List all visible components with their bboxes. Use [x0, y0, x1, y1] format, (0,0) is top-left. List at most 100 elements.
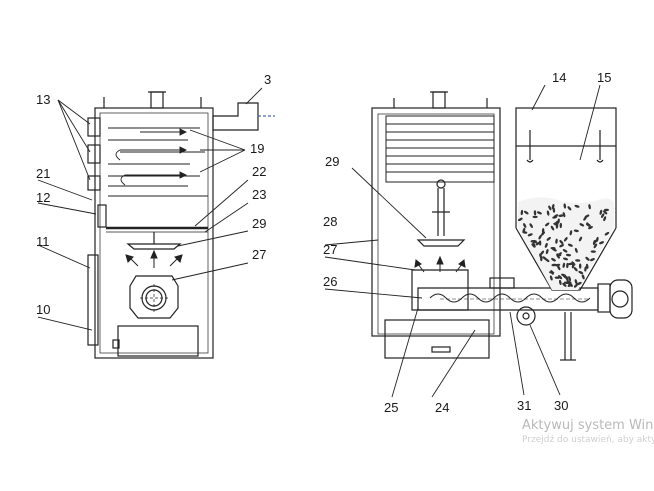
- pellet: [566, 262, 569, 269]
- pellet: [588, 204, 591, 210]
- pellet: [579, 223, 585, 227]
- part-labels: 3 13 19 21 22 12 23 29 11 27 10 29 28 27…: [36, 70, 611, 415]
- pellet: [553, 222, 559, 226]
- pellet: [599, 209, 603, 215]
- burner-27-left: [129, 275, 179, 319]
- pellet: [522, 231, 528, 234]
- heat-exchanger-plates: [108, 127, 208, 197]
- pellet: [576, 281, 582, 286]
- pellet: [538, 234, 542, 240]
- pellet: [588, 226, 593, 230]
- pellet: [538, 240, 542, 246]
- feeder-motor: [560, 279, 633, 361]
- pellet: [584, 266, 587, 272]
- pellet: [578, 270, 584, 275]
- pellet: [590, 250, 596, 253]
- pellet: [541, 231, 545, 236]
- pellet: [569, 230, 573, 236]
- windows-activation-watermark: Aktywuj system Windo Przejdź do ustawień…: [522, 418, 654, 445]
- pellet: [524, 210, 529, 215]
- pellet: [603, 216, 607, 222]
- pellet: [557, 265, 561, 271]
- pellet: [571, 261, 576, 266]
- pellet: [565, 253, 572, 257]
- fuel-hopper: [515, 107, 617, 291]
- pellet: [562, 249, 568, 253]
- burner-27-right: [411, 269, 469, 311]
- pellet: [568, 262, 574, 266]
- pellet: [523, 223, 527, 228]
- pellet: [563, 203, 567, 209]
- label-10: 10: [36, 302, 50, 317]
- flue-gas-flow-arrows: [115, 128, 188, 186]
- pellet: [603, 208, 609, 212]
- pellet: [573, 283, 579, 288]
- pellet: [544, 242, 548, 248]
- pellet: [558, 275, 563, 280]
- ash-drawer-left: [117, 325, 199, 357]
- label-26: 26: [323, 274, 337, 289]
- pellet: [555, 238, 558, 244]
- pellet: [552, 207, 556, 213]
- pellet: [532, 242, 536, 248]
- pellet: [561, 273, 567, 277]
- pellet: [589, 258, 595, 262]
- label-29-right: 29: [325, 154, 339, 169]
- pellet-fuel: [517, 197, 614, 290]
- label-24: 24: [435, 400, 449, 415]
- label-13: 13: [36, 92, 50, 107]
- pellet: [559, 244, 564, 248]
- pellet: [546, 237, 551, 241]
- watermark-subtitle: Przejdź do ustawień, aby aktyw: [522, 435, 654, 445]
- pellet: [578, 236, 583, 242]
- pellet: [544, 258, 550, 263]
- deflector-hanger: [436, 179, 446, 189]
- pellet: [550, 225, 555, 231]
- side-door: [87, 254, 99, 346]
- deflector-29-right: [416, 239, 466, 247]
- label-27-left: 27: [252, 247, 266, 262]
- pellet: [601, 213, 605, 218]
- right-boiler-casing: [371, 107, 501, 337]
- pellet: [559, 240, 564, 245]
- exchanger-port-lower: [87, 175, 101, 191]
- label-22: 22: [252, 164, 266, 179]
- label-23: 23: [252, 187, 266, 202]
- pellet: [536, 211, 542, 215]
- pellet: [540, 250, 545, 255]
- pellet: [562, 282, 567, 287]
- flame-arrows-left: [125, 249, 183, 268]
- pellet: [565, 275, 569, 282]
- exchanger-slats-right: [385, 115, 495, 183]
- pellet: [562, 212, 566, 218]
- label-14: 14: [552, 70, 566, 85]
- label-15: 15: [597, 70, 611, 85]
- pellet: [559, 222, 563, 229]
- pellet: [568, 276, 572, 282]
- side-hatch-12: [97, 204, 107, 228]
- exchanger-port-middle: [87, 144, 101, 164]
- pellet: [567, 206, 572, 211]
- left-top-stub: [150, 91, 164, 109]
- deflector-29-left: [126, 243, 182, 250]
- label-30: 30: [554, 398, 568, 413]
- pellet: [517, 217, 523, 222]
- pellet: [599, 241, 604, 245]
- pellet: [558, 214, 564, 217]
- fan-30: [516, 306, 536, 326]
- pellet: [585, 263, 589, 269]
- pellet: [529, 223, 533, 228]
- pellet: [532, 215, 538, 219]
- label-12: 12: [36, 190, 50, 205]
- pellet: [562, 257, 569, 261]
- pellet: [574, 204, 580, 208]
- pellet: [555, 263, 561, 267]
- label-3: 3: [264, 72, 271, 87]
- pellet: [520, 209, 524, 216]
- pellet: [562, 262, 566, 268]
- pellet: [586, 222, 590, 227]
- label-19: 19: [250, 141, 264, 156]
- label-28: 28: [323, 214, 337, 229]
- pellet: [530, 239, 536, 243]
